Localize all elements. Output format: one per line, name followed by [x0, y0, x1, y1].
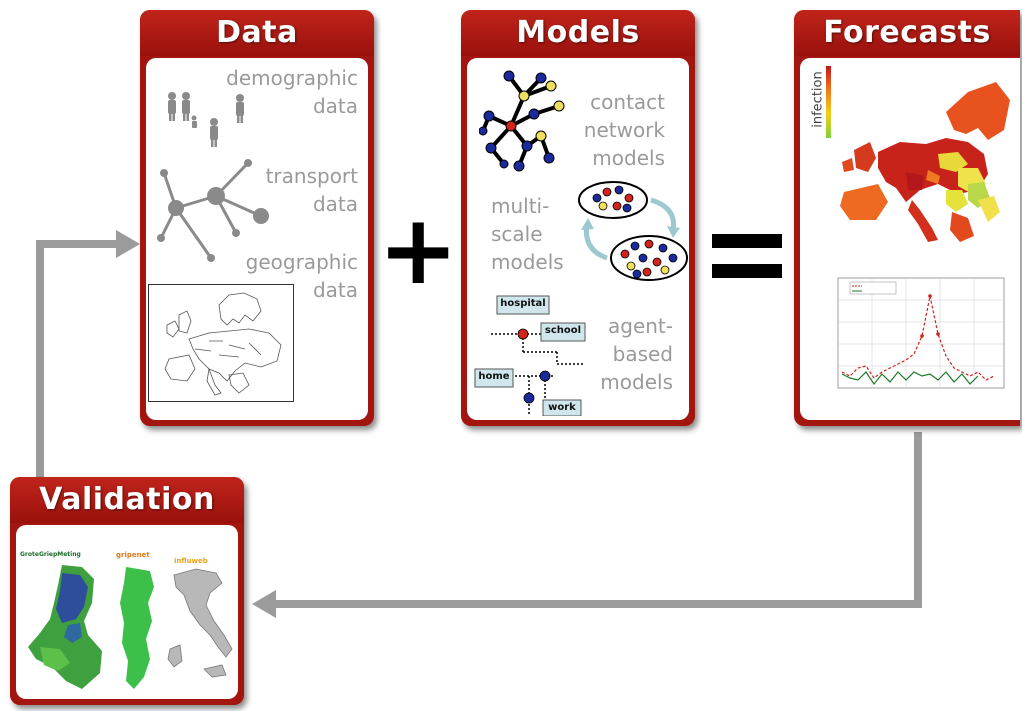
arrow-validation-to-data: [36, 240, 122, 480]
contact-network-icon: [479, 70, 565, 172]
data-panel-title: Data: [140, 10, 374, 56]
forecasts-panel-title: Forecasts: [794, 10, 1020, 56]
agent-based-network-icon: [474, 295, 586, 416]
equals-operator: [712, 228, 782, 288]
forecasts-panel: Forecasts infection: [794, 10, 1020, 426]
validation-panel: Validation GroteGriepMeting gripenet inf…: [10, 477, 244, 705]
europe-infection-map: [840, 82, 1010, 242]
work-label: work: [548, 402, 576, 413]
infection-colorbar: [826, 66, 831, 138]
school-label: school: [544, 325, 582, 336]
models-panel-title: Models: [461, 10, 695, 56]
agent-based-models-label: agent- based models: [600, 314, 673, 394]
influweb-logo: influweb: [174, 557, 208, 565]
contact-network-models-label: contact network models: [583, 90, 665, 170]
people-icon: [168, 92, 244, 147]
forecasts-panel-body: infection: [800, 58, 1020, 420]
data-panel: Data demographic data: [140, 10, 374, 426]
netherlands-belgium-map: [28, 565, 102, 689]
europe-outline-map: [148, 284, 294, 402]
forecast-timeseries-chart: [837, 277, 1005, 389]
gripenet-logo: gripenet: [116, 551, 150, 559]
italy-map: [167, 568, 233, 678]
geographic-data-label: geographic data: [245, 250, 358, 302]
demographic-data-label: demographic data: [226, 66, 358, 118]
validation-panel-title: Validation: [10, 477, 244, 523]
models-panel-body: contact network models multi- scale mode…: [467, 58, 689, 420]
portugal-map: [120, 567, 154, 689]
home-label: home: [478, 371, 510, 382]
plus-operator: +: [378, 194, 459, 306]
transport-data-label: transport data: [265, 164, 358, 216]
multiscale-models-label: multi- scale models: [491, 194, 564, 274]
transport-network-icon: [157, 159, 269, 262]
grote-griep-meting-logo: GroteGriepMeting: [20, 551, 81, 558]
models-panel: Models contact: [461, 10, 695, 426]
arrow-head-data: [116, 230, 140, 258]
arrow-forecasts-to-validation: [272, 432, 922, 608]
arrow-head-validation: [252, 590, 276, 618]
validation-panel-body: GroteGriepMeting gripenet influweb: [16, 525, 238, 699]
hospital-label: hospital: [500, 298, 546, 309]
data-panel-body: demographic data transport data geograph…: [146, 58, 368, 420]
infection-colorbar-label: infection: [810, 71, 826, 128]
multiscale-metapopulation-icon: [578, 181, 688, 281]
